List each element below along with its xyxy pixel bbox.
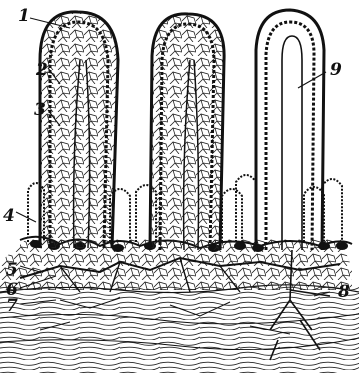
villus-middle (150, 14, 224, 250)
label-9: 9 (330, 62, 342, 79)
label-8: 8 (338, 284, 350, 301)
label-4: 4 (3, 208, 15, 225)
central-lacteal (282, 36, 302, 250)
label-3: 3 (34, 102, 46, 119)
label-1: 1 (18, 8, 30, 25)
villus-left (40, 12, 118, 248)
label-5: 5 (6, 262, 18, 279)
label-7: 7 (6, 298, 18, 315)
label-2: 2 (36, 62, 48, 79)
